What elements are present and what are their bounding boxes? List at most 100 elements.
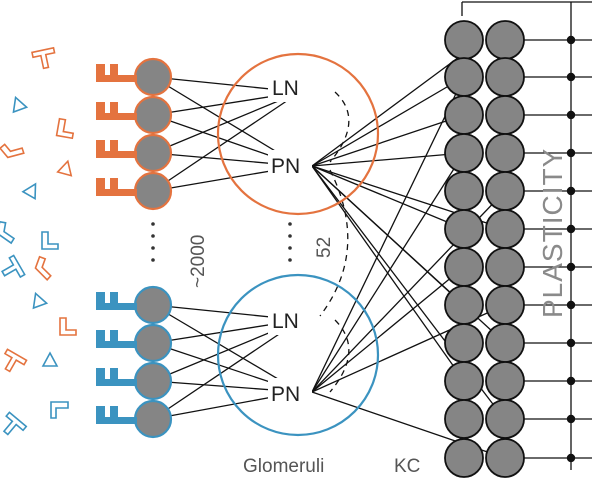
synapse-dot-icon bbox=[566, 453, 576, 463]
ellipsis-dot bbox=[288, 222, 292, 226]
neuron-icon bbox=[133, 399, 173, 439]
neuron-icon bbox=[133, 285, 173, 325]
kenyon-cell bbox=[444, 399, 484, 439]
receptor-icon bbox=[104, 303, 137, 310]
ln-bottom-label-bg bbox=[268, 305, 308, 335]
kenyon-cell bbox=[444, 323, 484, 363]
glomeruli-label: Glomeruli bbox=[243, 456, 324, 477]
ln-top-label-bg bbox=[268, 72, 308, 102]
receptor-icon bbox=[96, 178, 105, 196]
kenyon-cell bbox=[485, 57, 525, 97]
kenyon-cell bbox=[444, 133, 484, 173]
pn-top-label-bg bbox=[268, 150, 312, 180]
ellipsis-dot bbox=[151, 258, 155, 262]
ellipsis-dot bbox=[288, 234, 292, 238]
pn-kc-link bbox=[311, 266, 465, 393]
ln-pn-dashed-link bbox=[329, 91, 350, 163]
odor-molecule-icon bbox=[1, 254, 26, 279]
pn-bottom-label: PN bbox=[271, 383, 300, 406]
kenyon-cell bbox=[444, 285, 484, 325]
synapse-dot-icon bbox=[566, 376, 576, 386]
receptor-icon bbox=[96, 330, 105, 348]
kenyon-cell bbox=[444, 209, 484, 249]
kenyon-cell bbox=[485, 247, 525, 287]
odor-molecule-icon bbox=[21, 182, 37, 201]
neuron-icon bbox=[133, 95, 173, 135]
receptor-icon bbox=[104, 151, 137, 158]
synapse-dot-icon bbox=[566, 148, 576, 158]
pn-kc-link bbox=[311, 76, 465, 167]
kenyon-cell bbox=[485, 95, 525, 135]
ellipsis-dot bbox=[288, 258, 292, 262]
receptor-icon bbox=[104, 75, 137, 82]
odor-molecule-icon bbox=[31, 46, 56, 70]
odor-molecule-icon bbox=[34, 255, 52, 281]
ln-bottom-label: LN bbox=[272, 310, 299, 333]
kenyon-cell bbox=[485, 171, 525, 211]
synapse-dot-icon bbox=[566, 72, 576, 82]
pn-kc-link bbox=[311, 165, 465, 230]
odor-molecule-icon bbox=[0, 143, 25, 159]
ellipsis-dot bbox=[288, 246, 292, 250]
receptor-icon bbox=[96, 368, 105, 386]
receptor-icon bbox=[104, 189, 137, 196]
kenyon-cell bbox=[444, 438, 484, 478]
receptor-icon bbox=[104, 113, 137, 120]
receptor-icon bbox=[96, 102, 105, 120]
synapse-dot-icon bbox=[566, 338, 576, 348]
receptor-icon bbox=[104, 341, 137, 348]
neuron-icon bbox=[133, 323, 173, 363]
kenyon-cell bbox=[444, 171, 484, 211]
pn-bottom-label-bg bbox=[268, 378, 312, 408]
pn-kc-link bbox=[311, 76, 465, 393]
neuron-icon bbox=[133, 57, 173, 97]
neuron-icon bbox=[133, 171, 173, 211]
ln-top-label: LN bbox=[272, 77, 299, 100]
receptor-icon bbox=[96, 292, 105, 310]
kenyon-cell bbox=[485, 438, 525, 478]
receptor-icon bbox=[110, 140, 118, 152]
odor-molecule-icon bbox=[56, 159, 73, 177]
pn-top-label: PN bbox=[271, 155, 300, 178]
receptor-icon bbox=[110, 178, 118, 190]
connection-lines bbox=[152, 1, 592, 470]
receptor-ln-link bbox=[152, 91, 301, 192]
kenyon-cell bbox=[485, 285, 525, 325]
receptor-ln-link bbox=[152, 319, 301, 420]
odor-molecule-icon bbox=[55, 117, 75, 140]
odor-molecule-icon bbox=[12, 95, 29, 114]
receptor-neurons bbox=[96, 57, 292, 439]
kenyon-cell bbox=[444, 361, 484, 401]
odor-molecule-icon bbox=[3, 348, 28, 373]
odor-molecule-icon bbox=[32, 291, 49, 310]
pn-kc-link bbox=[311, 152, 465, 167]
receptor-icon bbox=[104, 417, 137, 424]
kenyon-cell bbox=[485, 133, 525, 173]
synapse-dot-icon bbox=[566, 414, 576, 424]
receptor-icon bbox=[110, 64, 118, 76]
ln-pn-dashed-link bbox=[329, 319, 350, 393]
neuron-icon bbox=[133, 133, 173, 173]
kenyon-cell bbox=[444, 57, 484, 97]
synapse-dot-icon bbox=[566, 110, 576, 120]
odor-molecule-icon bbox=[41, 231, 59, 250]
glomeruli-circles bbox=[216, 52, 380, 437]
receptor-icon bbox=[96, 64, 105, 82]
receptor-count-label: ~2000 bbox=[188, 235, 209, 288]
plasticity-label: PLASTICITY bbox=[537, 148, 568, 318]
kenyon-cell bbox=[485, 209, 525, 249]
kenyon-cell bbox=[485, 323, 525, 363]
kenyon-cells bbox=[444, 20, 525, 478]
synapse-dot-icon bbox=[566, 186, 576, 196]
receptor-icon bbox=[110, 102, 118, 114]
odor-molecule-icon bbox=[59, 317, 77, 336]
receptor-icon bbox=[104, 379, 137, 386]
odor-molecule-icon bbox=[41, 351, 59, 367]
kenyon-cell bbox=[444, 95, 484, 135]
ln-pn-dashed-link bbox=[319, 169, 349, 317]
ellipsis-dot bbox=[151, 234, 155, 238]
receptor-ln-link bbox=[152, 91, 301, 154]
kenyon-cell bbox=[444, 247, 484, 287]
receptor-icon bbox=[110, 292, 118, 304]
